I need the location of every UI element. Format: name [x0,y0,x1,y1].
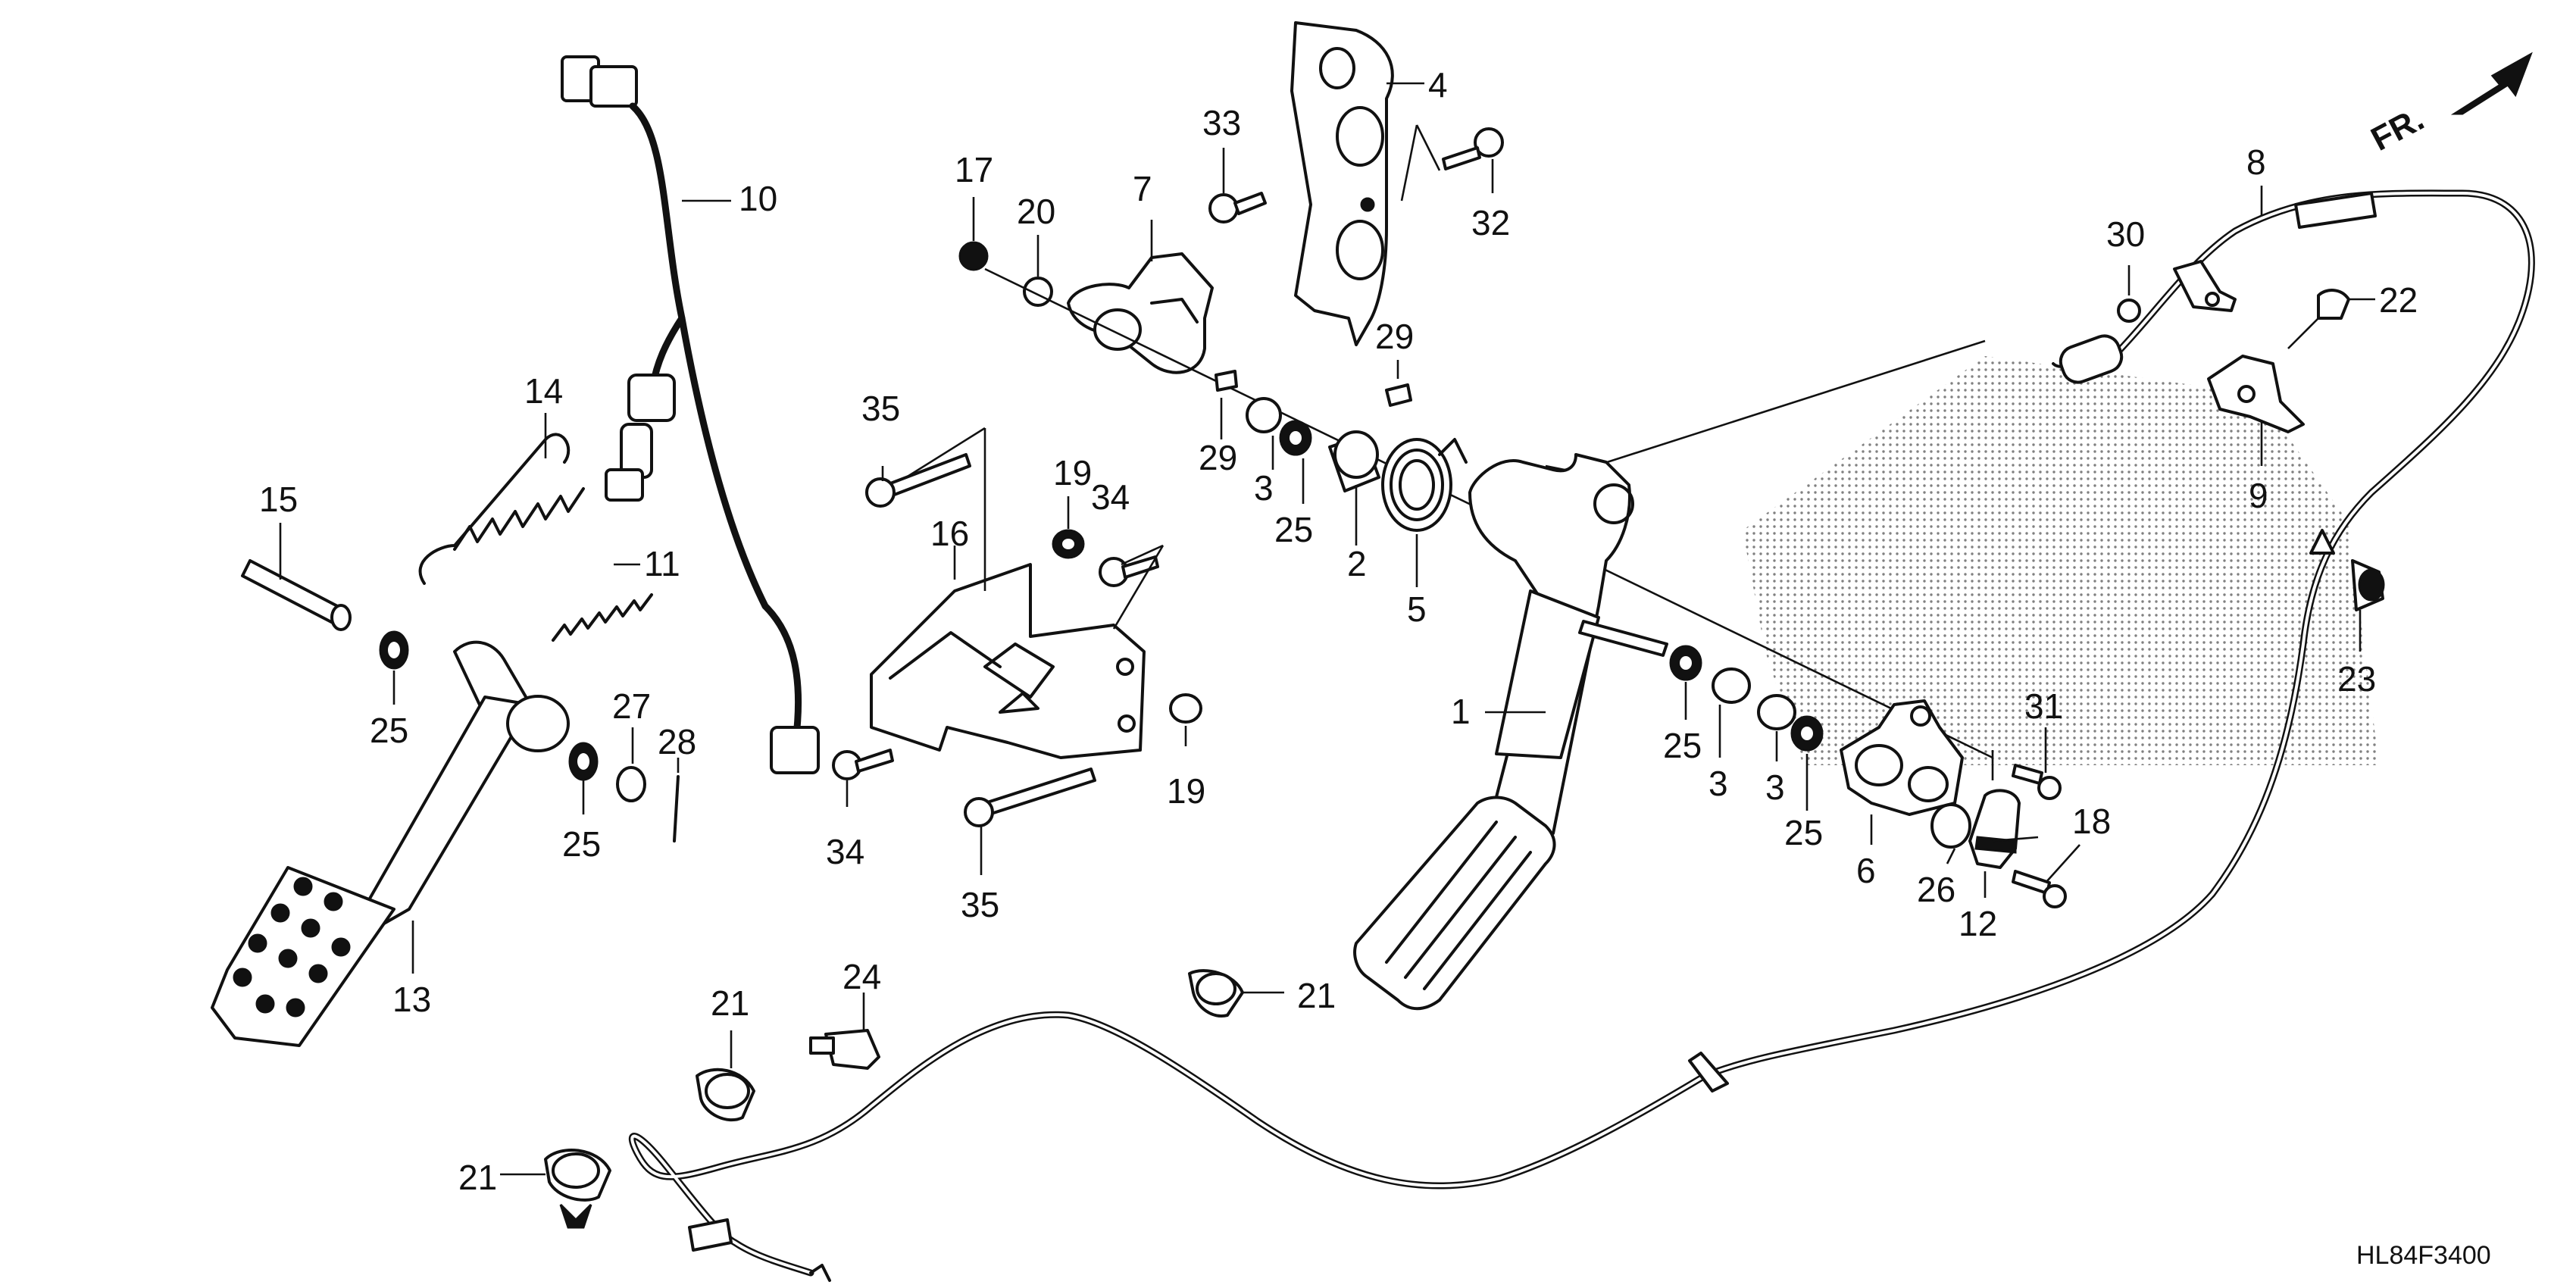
callout-23: 23 [2337,659,2376,699]
callout-34-upper: 34 [1091,477,1130,517]
callout-29-right: 29 [1375,317,1414,356]
callout-2: 2 [1347,544,1367,583]
callout-13: 13 [392,980,431,1019]
part-7-bracket [958,197,1214,374]
left-washers [379,630,680,843]
callout-1: 1 [1451,692,1471,731]
callout-30: 30 [2106,214,2145,254]
callout-25-upper: 25 [1274,510,1313,549]
callout-26: 26 [1917,870,1955,909]
callout-19-upper: 19 [1053,453,1092,492]
callout-10: 10 [739,179,777,218]
part-10-harness [561,55,820,774]
pivot-parts [1215,360,1468,587]
callout-25-left: 25 [370,711,408,750]
part-1-brake-pedal [1353,453,1668,1011]
callout-14: 14 [524,371,563,411]
front-arrow-icon [2450,52,2533,115]
callout-19-lower: 19 [1167,771,1205,811]
callout-18: 18 [2072,802,2111,841]
part-13-pedal-arm [211,640,570,1047]
callout-15: 15 [259,480,298,519]
callout-16: 16 [930,514,969,553]
callout-32: 32 [1471,203,1510,242]
callout-31: 31 [2024,686,2063,726]
part-14-spring [418,413,585,585]
plate-bolts [1208,127,1504,224]
callout-22: 22 [2379,280,2418,320]
callout-6: 6 [1856,851,1876,890]
callout-20: 20 [1017,192,1055,231]
part-8-cable [628,186,2535,1282]
diagram-code: HL84F3400 [2356,1241,2491,1270]
part-4-plate [1290,21,1441,346]
callout-35-upper: 35 [861,389,900,428]
callout-21-middle: 21 [711,983,749,1023]
callout-9: 9 [2249,476,2268,515]
part-16-bracket [870,427,1146,759]
part-15-pin [241,523,352,631]
callout-3-lower-right: 3 [1765,767,1785,807]
callout-21-left: 21 [458,1158,497,1197]
callout-24: 24 [843,957,881,996]
callout-7: 7 [1133,169,1152,208]
callout-3-upper: 3 [1254,468,1274,508]
callout-34-lower: 34 [826,832,864,871]
part-6-sensor-assembly [1840,699,2080,908]
callout-28: 28 [658,722,696,761]
callout-29-left: 29 [1199,438,1237,477]
callout-labels: 1 2 3 3 3 4 5 6 7 8 9 10 11 12 13 14 15 … [259,65,2418,1197]
callout-5: 5 [1407,589,1427,629]
callout-17: 17 [955,150,993,189]
callout-25-right-a: 25 [1663,726,1702,765]
front-label: FR. [2365,100,2431,158]
cable-clips [500,559,2385,1229]
callout-21-right: 21 [1297,976,1336,1015]
callout-11: 11 [644,544,680,583]
watermark-logo [1743,356,2379,765]
right-pivot-washers [1669,645,1824,811]
callout-12: 12 [1959,904,1997,943]
callout-35-lower: 35 [961,885,999,924]
callout-3-lower-left: 3 [1708,764,1728,803]
callout-8: 8 [2246,142,2266,182]
front-direction-indicator: FR. [2365,52,2533,158]
callout-27: 27 [612,686,651,726]
callout-33: 33 [1202,103,1241,142]
right-bracket-parts [2117,260,2375,466]
callout-25-right-b: 25 [1784,813,1823,852]
callout-25-pedal: 25 [562,824,601,864]
bracket-fasteners [832,453,1202,875]
callout-4: 4 [1428,65,1448,105]
part-11-spring [552,563,653,642]
